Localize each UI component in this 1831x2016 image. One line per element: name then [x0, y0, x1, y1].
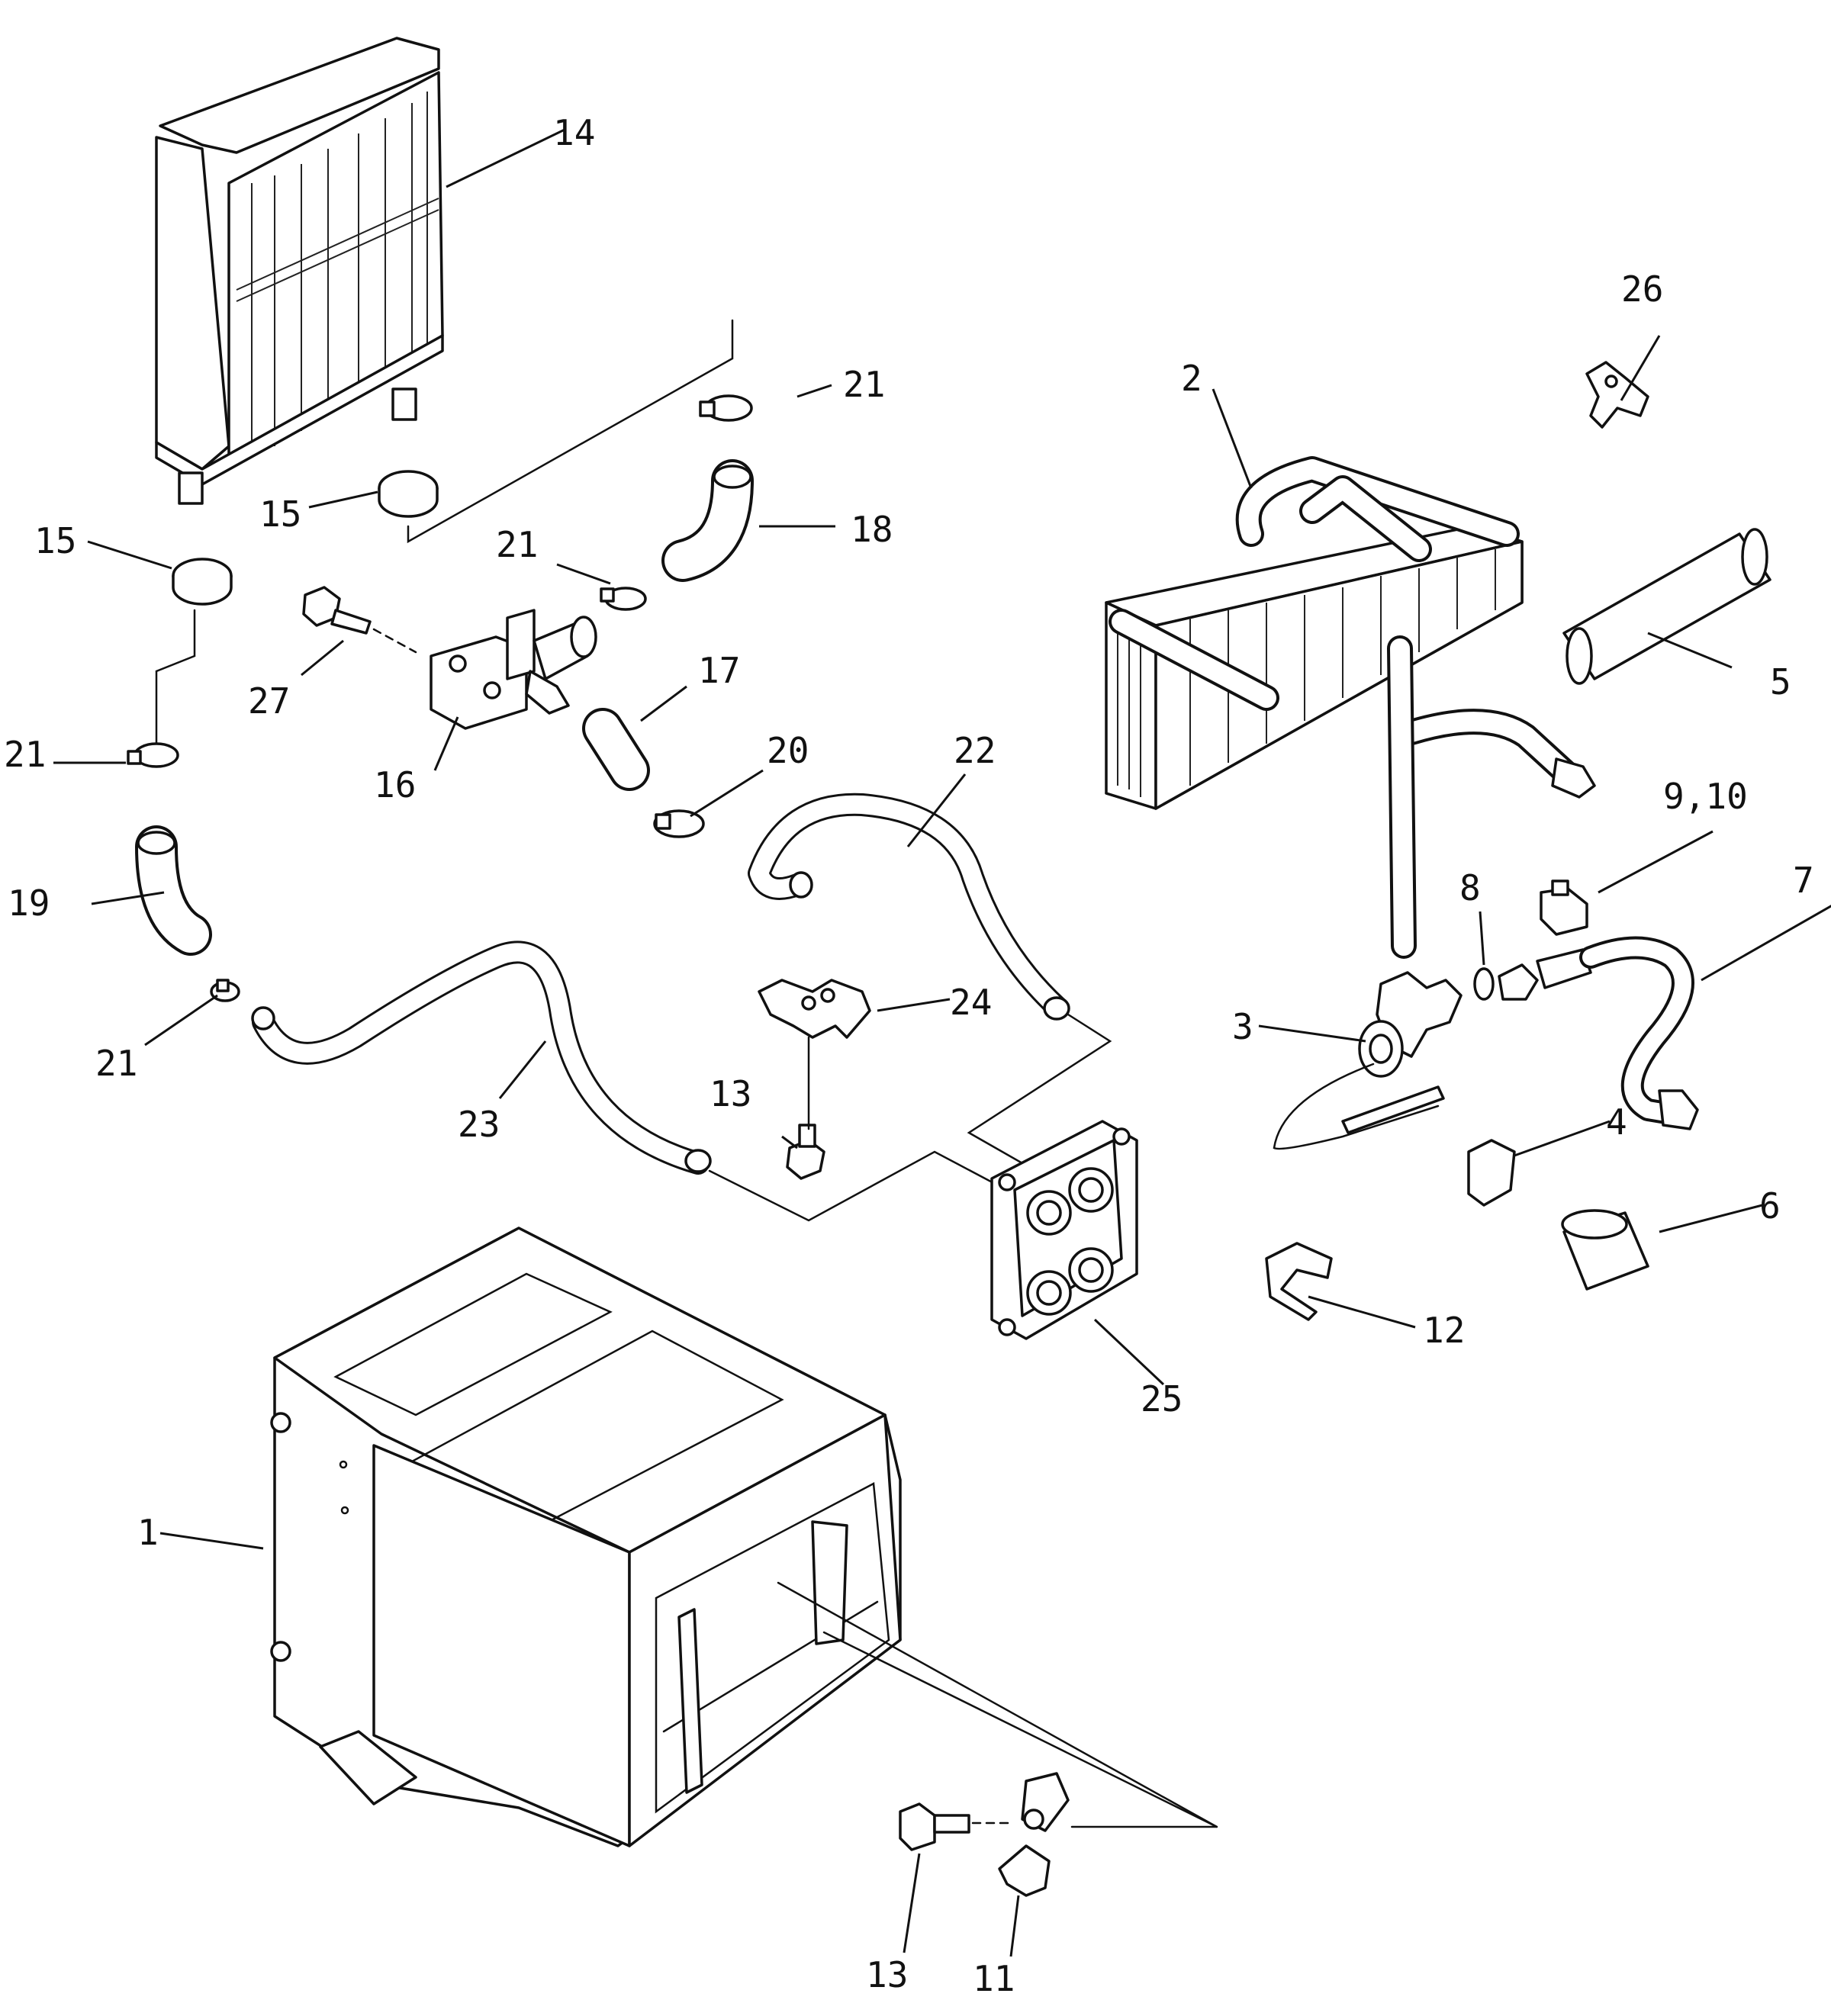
- callout-15-left: 15: [34, 520, 76, 561]
- callout-2: 2: [1181, 358, 1202, 399]
- straight-hose: [582, 708, 650, 791]
- callout-24: 24: [950, 982, 992, 1023]
- hose-clamp-lower-left: [210, 979, 240, 1002]
- callout-11: 11: [973, 1958, 1015, 1999]
- assembly-line-case-brackets-2: [777, 1581, 1218, 1828]
- callout-23: 23: [458, 1104, 500, 1145]
- hose-clamp-left: [127, 742, 179, 768]
- heater-core: [155, 37, 444, 505]
- water-valve: [430, 609, 597, 730]
- expansion-valve: [1273, 971, 1463, 1150]
- heater-hose-23: [251, 940, 712, 1175]
- callout-19: 19: [8, 883, 50, 924]
- leader-lines: [53, 128, 1831, 1957]
- elbow-hose-lower: [135, 825, 212, 956]
- callout-21-top-right: 21: [843, 364, 885, 405]
- callout-labels: 1 2 3 4 5 6 7 8 9,10 11 12 13 13 14 15 1…: [4, 112, 1814, 1999]
- callout-13-bottom: 13: [866, 1954, 908, 1995]
- callout-12: 12: [1423, 1310, 1465, 1351]
- callout-20: 20: [767, 730, 809, 771]
- callout-15-right: 15: [259, 494, 301, 535]
- callout-21-center: 21: [496, 524, 538, 565]
- hose-bracket: [758, 979, 871, 1039]
- bolt-bottom: [899, 1802, 1012, 1851]
- assembly-line-grommets: [407, 319, 734, 544]
- callout-18: 18: [851, 509, 893, 550]
- assembly-line-hose22-valve: [967, 1013, 1112, 1165]
- bolt-center: [786, 1124, 825, 1180]
- callout-27: 27: [248, 680, 290, 722]
- band-clip-12: [1265, 1242, 1333, 1321]
- callout-7: 7: [1793, 860, 1814, 901]
- evaporator: [1105, 456, 1596, 959]
- assembly-line-left-hose: [155, 609, 196, 745]
- clamp-11: [998, 1772, 1070, 1897]
- callout-9-10: 9,10: [1663, 776, 1748, 817]
- heater-hose-22: [748, 793, 1070, 1021]
- insulation-tube-5: [1562, 528, 1771, 685]
- callout-8: 8: [1459, 867, 1481, 908]
- callout-6: 6: [1759, 1185, 1781, 1227]
- callout-21-lower-left: 21: [95, 1043, 137, 1084]
- callout-22: 22: [954, 730, 996, 771]
- elbow-hose-upper: [661, 459, 754, 582]
- grommet-right: [378, 470, 439, 518]
- valve-bolt: [302, 586, 417, 654]
- assembly-line-case-brackets: [822, 1631, 1218, 1828]
- callout-25: 25: [1141, 1378, 1183, 1420]
- pipe-clip-26: [1585, 361, 1649, 429]
- callout-4: 4: [1606, 1101, 1627, 1143]
- callout-26: 26: [1621, 268, 1663, 310]
- pipe-clip-4: [1467, 1139, 1516, 1207]
- insulation-sleeve-6: [1561, 1209, 1649, 1291]
- callout-21-left: 21: [4, 734, 46, 775]
- callout-14: 14: [553, 112, 595, 153]
- callout-16: 16: [374, 764, 416, 805]
- pressure-switch: [1540, 879, 1588, 936]
- callout-13-center: 13: [710, 1073, 751, 1114]
- grommet-left: [172, 558, 233, 606]
- clamp-20: [653, 809, 705, 838]
- callout-3: 3: [1232, 1006, 1253, 1047]
- callout-1: 1: [137, 1512, 159, 1553]
- valve-block: [990, 1120, 1138, 1340]
- assembly-line-hoses-valve: [708, 1150, 1001, 1222]
- hose-clamp-center: [600, 587, 647, 611]
- o-ring: [1473, 967, 1495, 1001]
- refrigerant-pipe: [1498, 936, 1699, 1130]
- heater-case: [270, 1227, 902, 1847]
- callout-5: 5: [1770, 661, 1791, 703]
- callout-17: 17: [698, 650, 740, 691]
- hose-clamp-upper-right: [699, 394, 753, 422]
